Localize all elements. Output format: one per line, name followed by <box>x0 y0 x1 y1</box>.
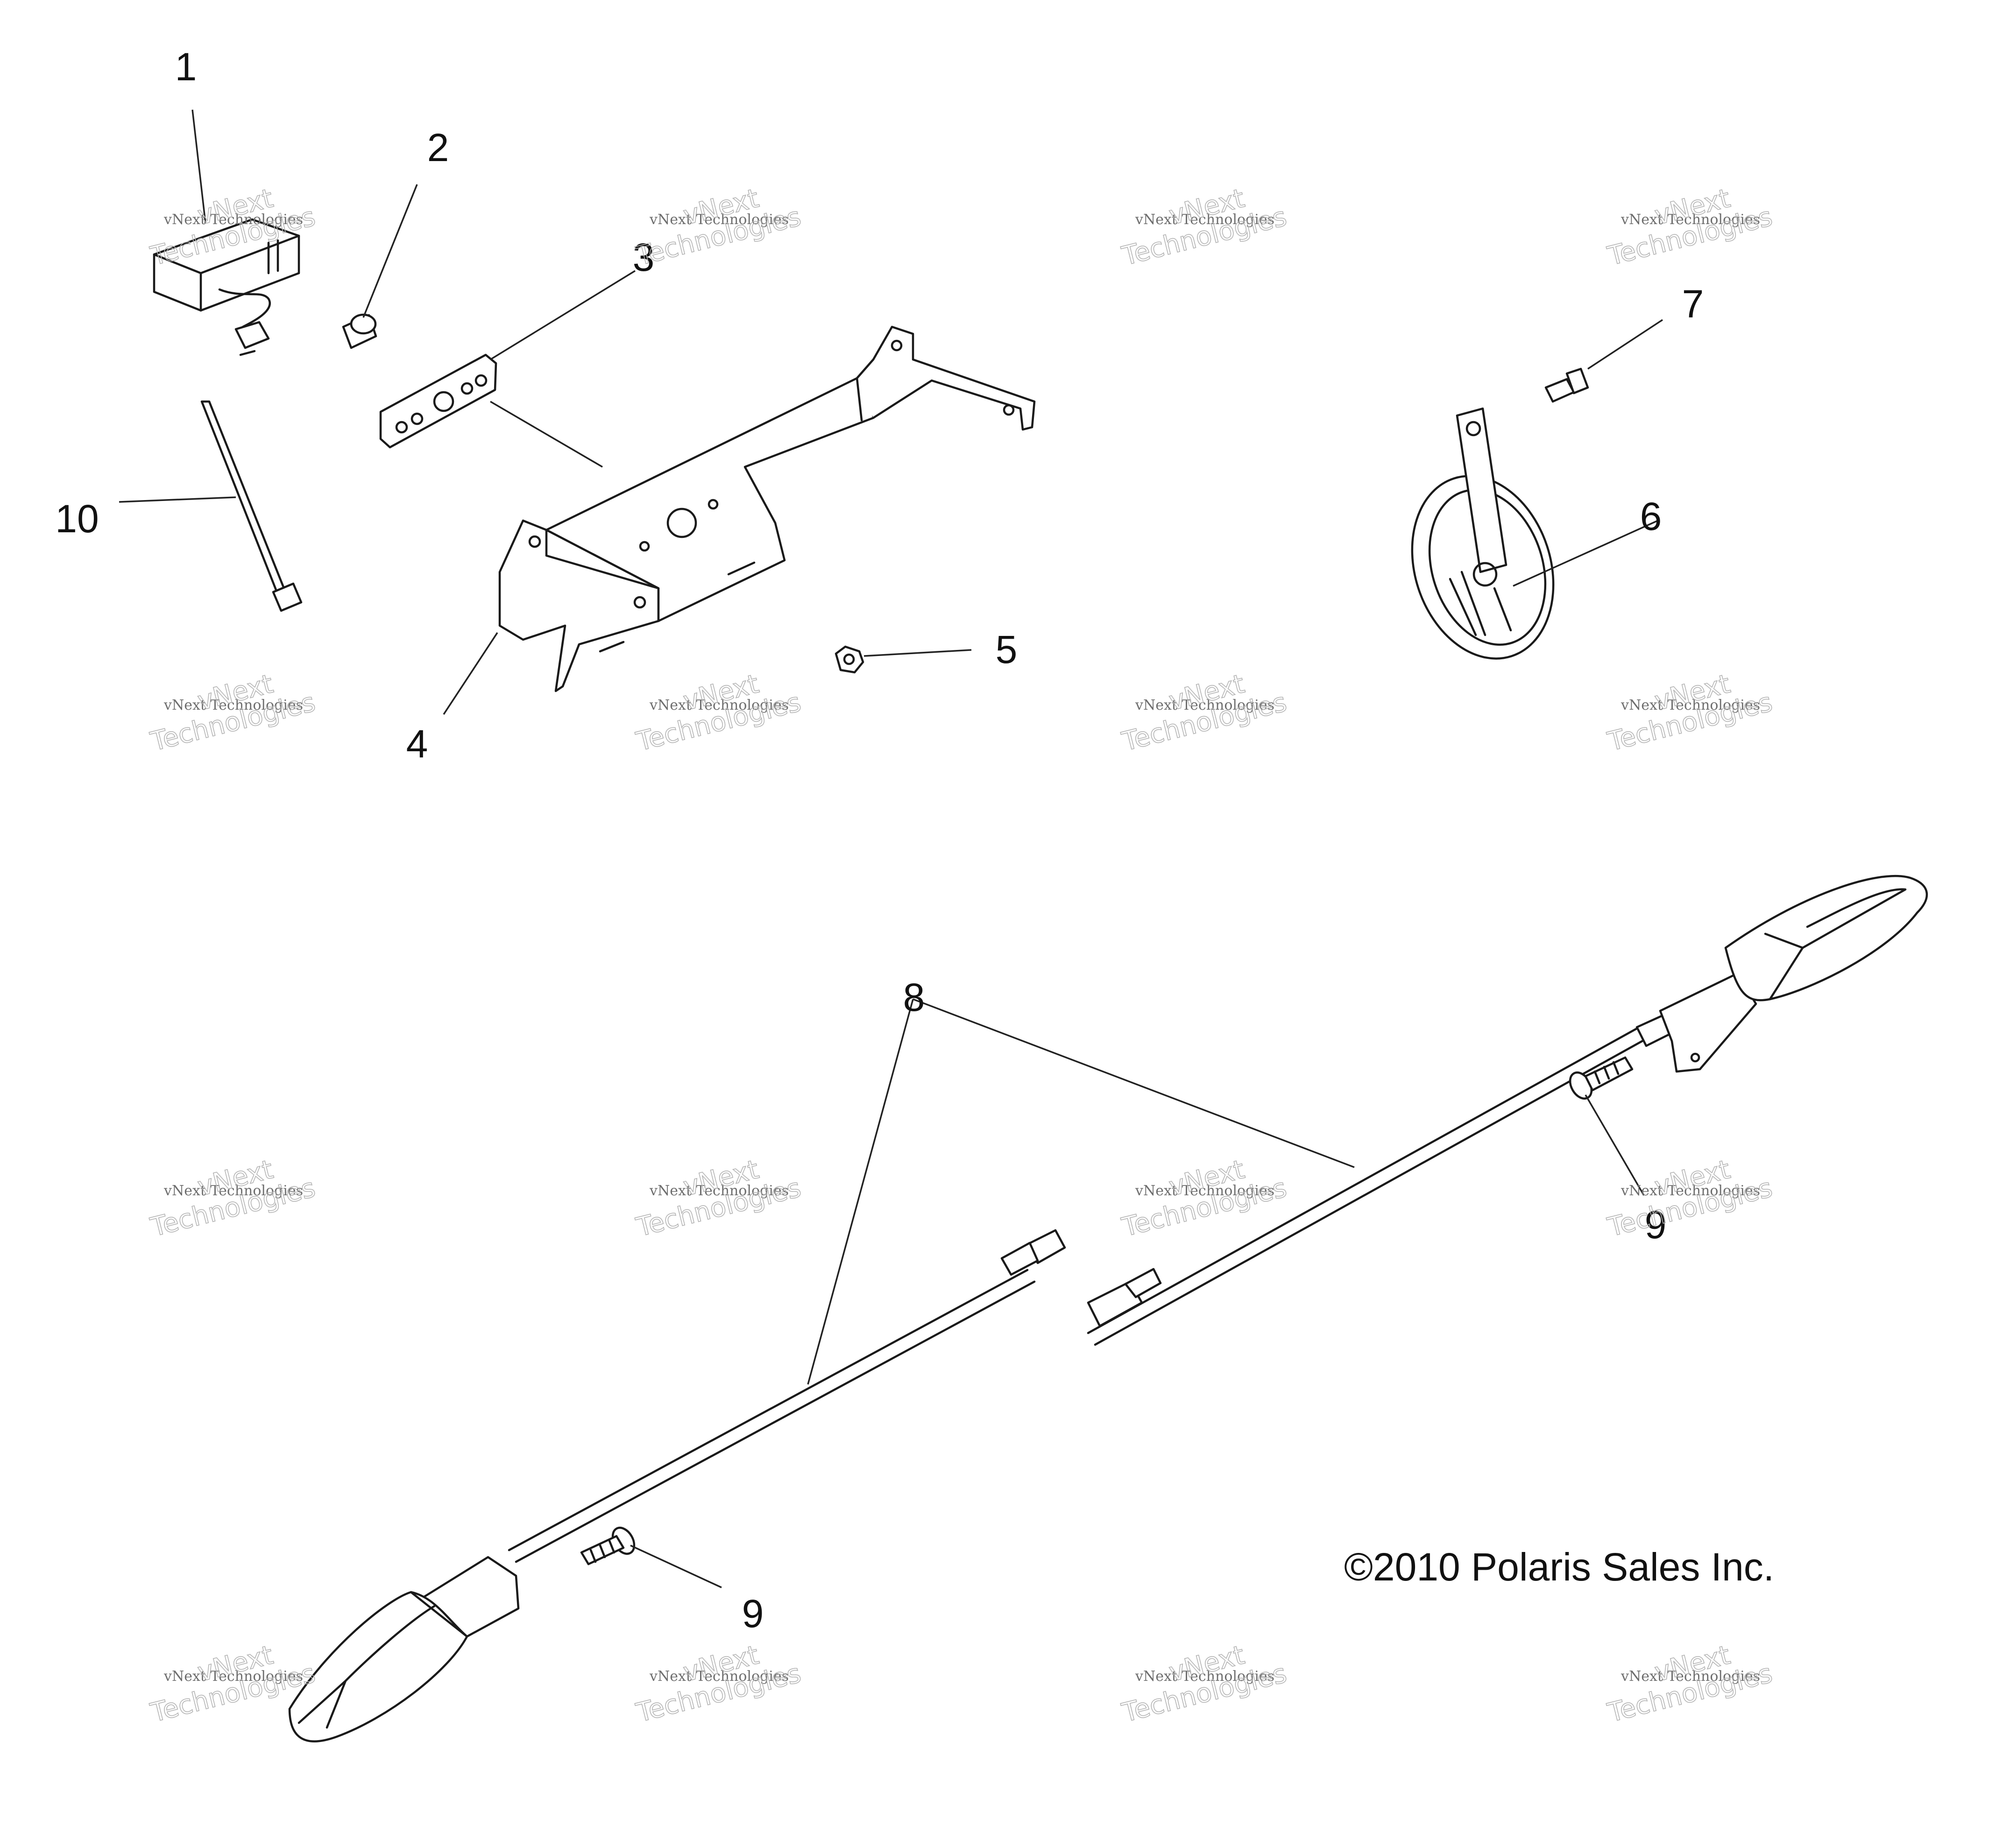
callout-1: 1 <box>175 45 197 89</box>
svg-text:vNext Technologies: vNext Technologies <box>1621 1183 1760 1199</box>
callout-4: 4 <box>406 722 428 766</box>
callout-2: 2 <box>427 126 449 169</box>
svg-text:vNext Technologies: vNext Technologies <box>1135 212 1274 228</box>
part-1-relay <box>153 218 300 356</box>
part-10-cable-tie <box>200 400 303 612</box>
callout-10: 10 <box>55 497 99 541</box>
svg-text:vNext Technologies: vNext Technologies <box>649 1183 789 1199</box>
part-4-bracket <box>498 325 1036 692</box>
callout-9-right: 9 <box>1645 1203 1667 1247</box>
callout-5: 5 <box>996 628 1018 671</box>
callout-numbers: 1 2 3 4 5 6 7 8 9 9 10 <box>55 45 1704 1636</box>
svg-text:vNext Technologies: vNext Technologies <box>163 1668 303 1685</box>
svg-text:vNext Technologies: vNext Technologies <box>1135 697 1274 713</box>
part-8-turn-signal-left <box>288 1229 1066 1742</box>
callout-3: 3 <box>633 235 655 279</box>
svg-text:vNext Technologies: vNext Technologies <box>649 212 789 228</box>
svg-text:vNext Technologies: vNext Technologies <box>163 697 303 713</box>
callout-6: 6 <box>1640 494 1662 538</box>
svg-text:vNext Technologies: vNext Technologies <box>1621 697 1760 713</box>
svg-text:vNext Technologies: vNext Technologies <box>1135 1183 1274 1199</box>
svg-text:vNext Technologies: vNext Technologies <box>163 1183 303 1199</box>
part-8-turn-signal-right <box>1087 875 1928 1346</box>
part-3-plate <box>379 353 497 449</box>
part-6-horn <box>1411 407 1555 660</box>
leader-lines <box>119 109 1663 1588</box>
svg-text:vNext Technologies: vNext Technologies <box>1621 212 1760 228</box>
copyright-text: ©2010 Polaris Sales Inc. <box>1344 1545 1774 1589</box>
svg-text:vNext Technologies: vNext Technologies <box>1135 1668 1274 1685</box>
callout-9-left: 9 <box>742 1592 764 1636</box>
callout-7: 7 <box>1682 282 1704 326</box>
callout-8: 8 <box>903 975 925 1019</box>
svg-text:vNext Technologies: vNext Technologies <box>649 1668 789 1685</box>
part-7-screw <box>1544 367 1589 403</box>
svg-text:vNext Technologies: vNext Technologies <box>163 212 303 228</box>
part-2-spacer <box>342 313 377 349</box>
part-9-screw-left <box>580 1526 636 1566</box>
part-5-nut <box>835 645 864 674</box>
svg-text:vNext Technologies: vNext Technologies <box>1621 1668 1760 1685</box>
svg-text:vNext Technologies: vNext Technologies <box>649 697 789 713</box>
